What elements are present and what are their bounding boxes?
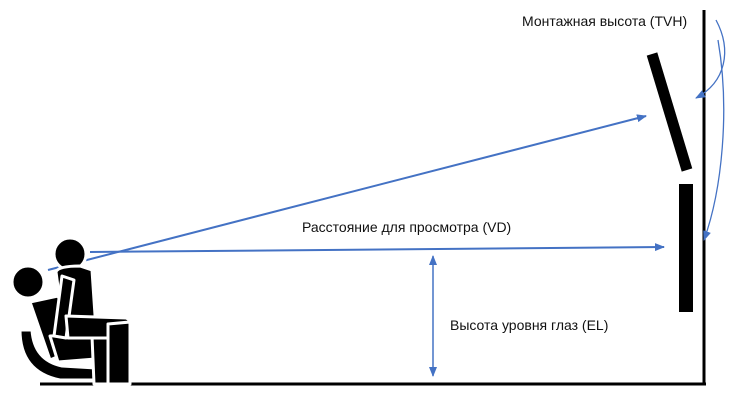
viewing-distance-label: Расстояние для просмотра (VD) bbox=[302, 219, 512, 235]
eye-level-height-label: Высота уровня глаз (EL) bbox=[450, 317, 609, 333]
tv-tilted bbox=[646, 52, 693, 172]
sightline-to-tilted-tv bbox=[47, 114, 647, 271]
person-back bbox=[52, 236, 132, 386]
sightline-horizontal bbox=[89, 243, 665, 253]
mounting-height-label: Монтажная высота (TVH) bbox=[522, 13, 688, 29]
tv-vertical bbox=[679, 184, 693, 312]
mounting-height-bracket-lower bbox=[703, 39, 725, 241]
mounting-height-bracket-upper bbox=[695, 19, 726, 99]
